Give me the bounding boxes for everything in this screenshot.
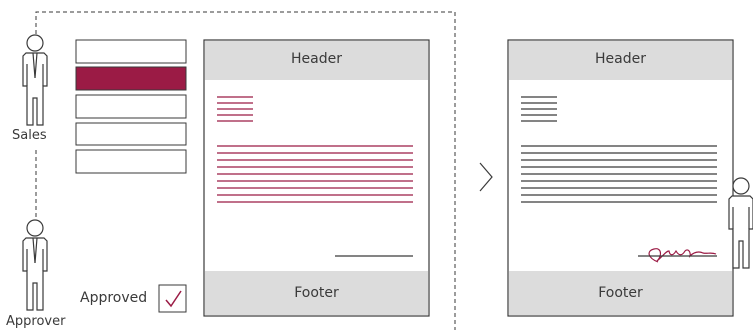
chevron-right-icon	[479, 162, 493, 192]
approved-checkbox	[158, 284, 187, 313]
flow-dashed-line	[35, 11, 456, 330]
field-row	[75, 149, 187, 174]
signature-scribble	[648, 248, 717, 263]
draft-address-lines	[217, 96, 253, 122]
field-row	[75, 39, 187, 64]
field-row-selected	[75, 66, 187, 91]
draft-body-lines	[217, 145, 413, 203]
check-icon	[165, 290, 182, 308]
sales-person-icon	[22, 34, 48, 126]
final-address-lines	[521, 96, 557, 122]
final-body-lines	[521, 145, 717, 203]
draft-footer-title: Footer	[294, 285, 339, 301]
final-header-title: Header	[595, 51, 646, 67]
approver-label: Approver	[6, 314, 66, 329]
sales-label: Sales	[12, 128, 47, 143]
draft-document	[203, 39, 430, 317]
draft-footer-band	[205, 271, 428, 315]
draft-header-title: Header	[291, 51, 342, 67]
final-footer-title: Footer	[598, 285, 643, 301]
field-row	[75, 122, 187, 146]
fields-list	[75, 39, 187, 174]
final-document-frame	[507, 39, 734, 317]
signer-person-icon	[728, 177, 753, 269]
approver-person-icon	[22, 219, 48, 311]
field-row	[75, 94, 187, 119]
final-document	[507, 39, 734, 317]
draft-document-frame	[203, 39, 430, 317]
approved-label: Approved	[80, 290, 148, 306]
final-footer-band	[509, 271, 732, 315]
draft-header-band	[205, 41, 428, 80]
final-header-band	[509, 41, 732, 80]
